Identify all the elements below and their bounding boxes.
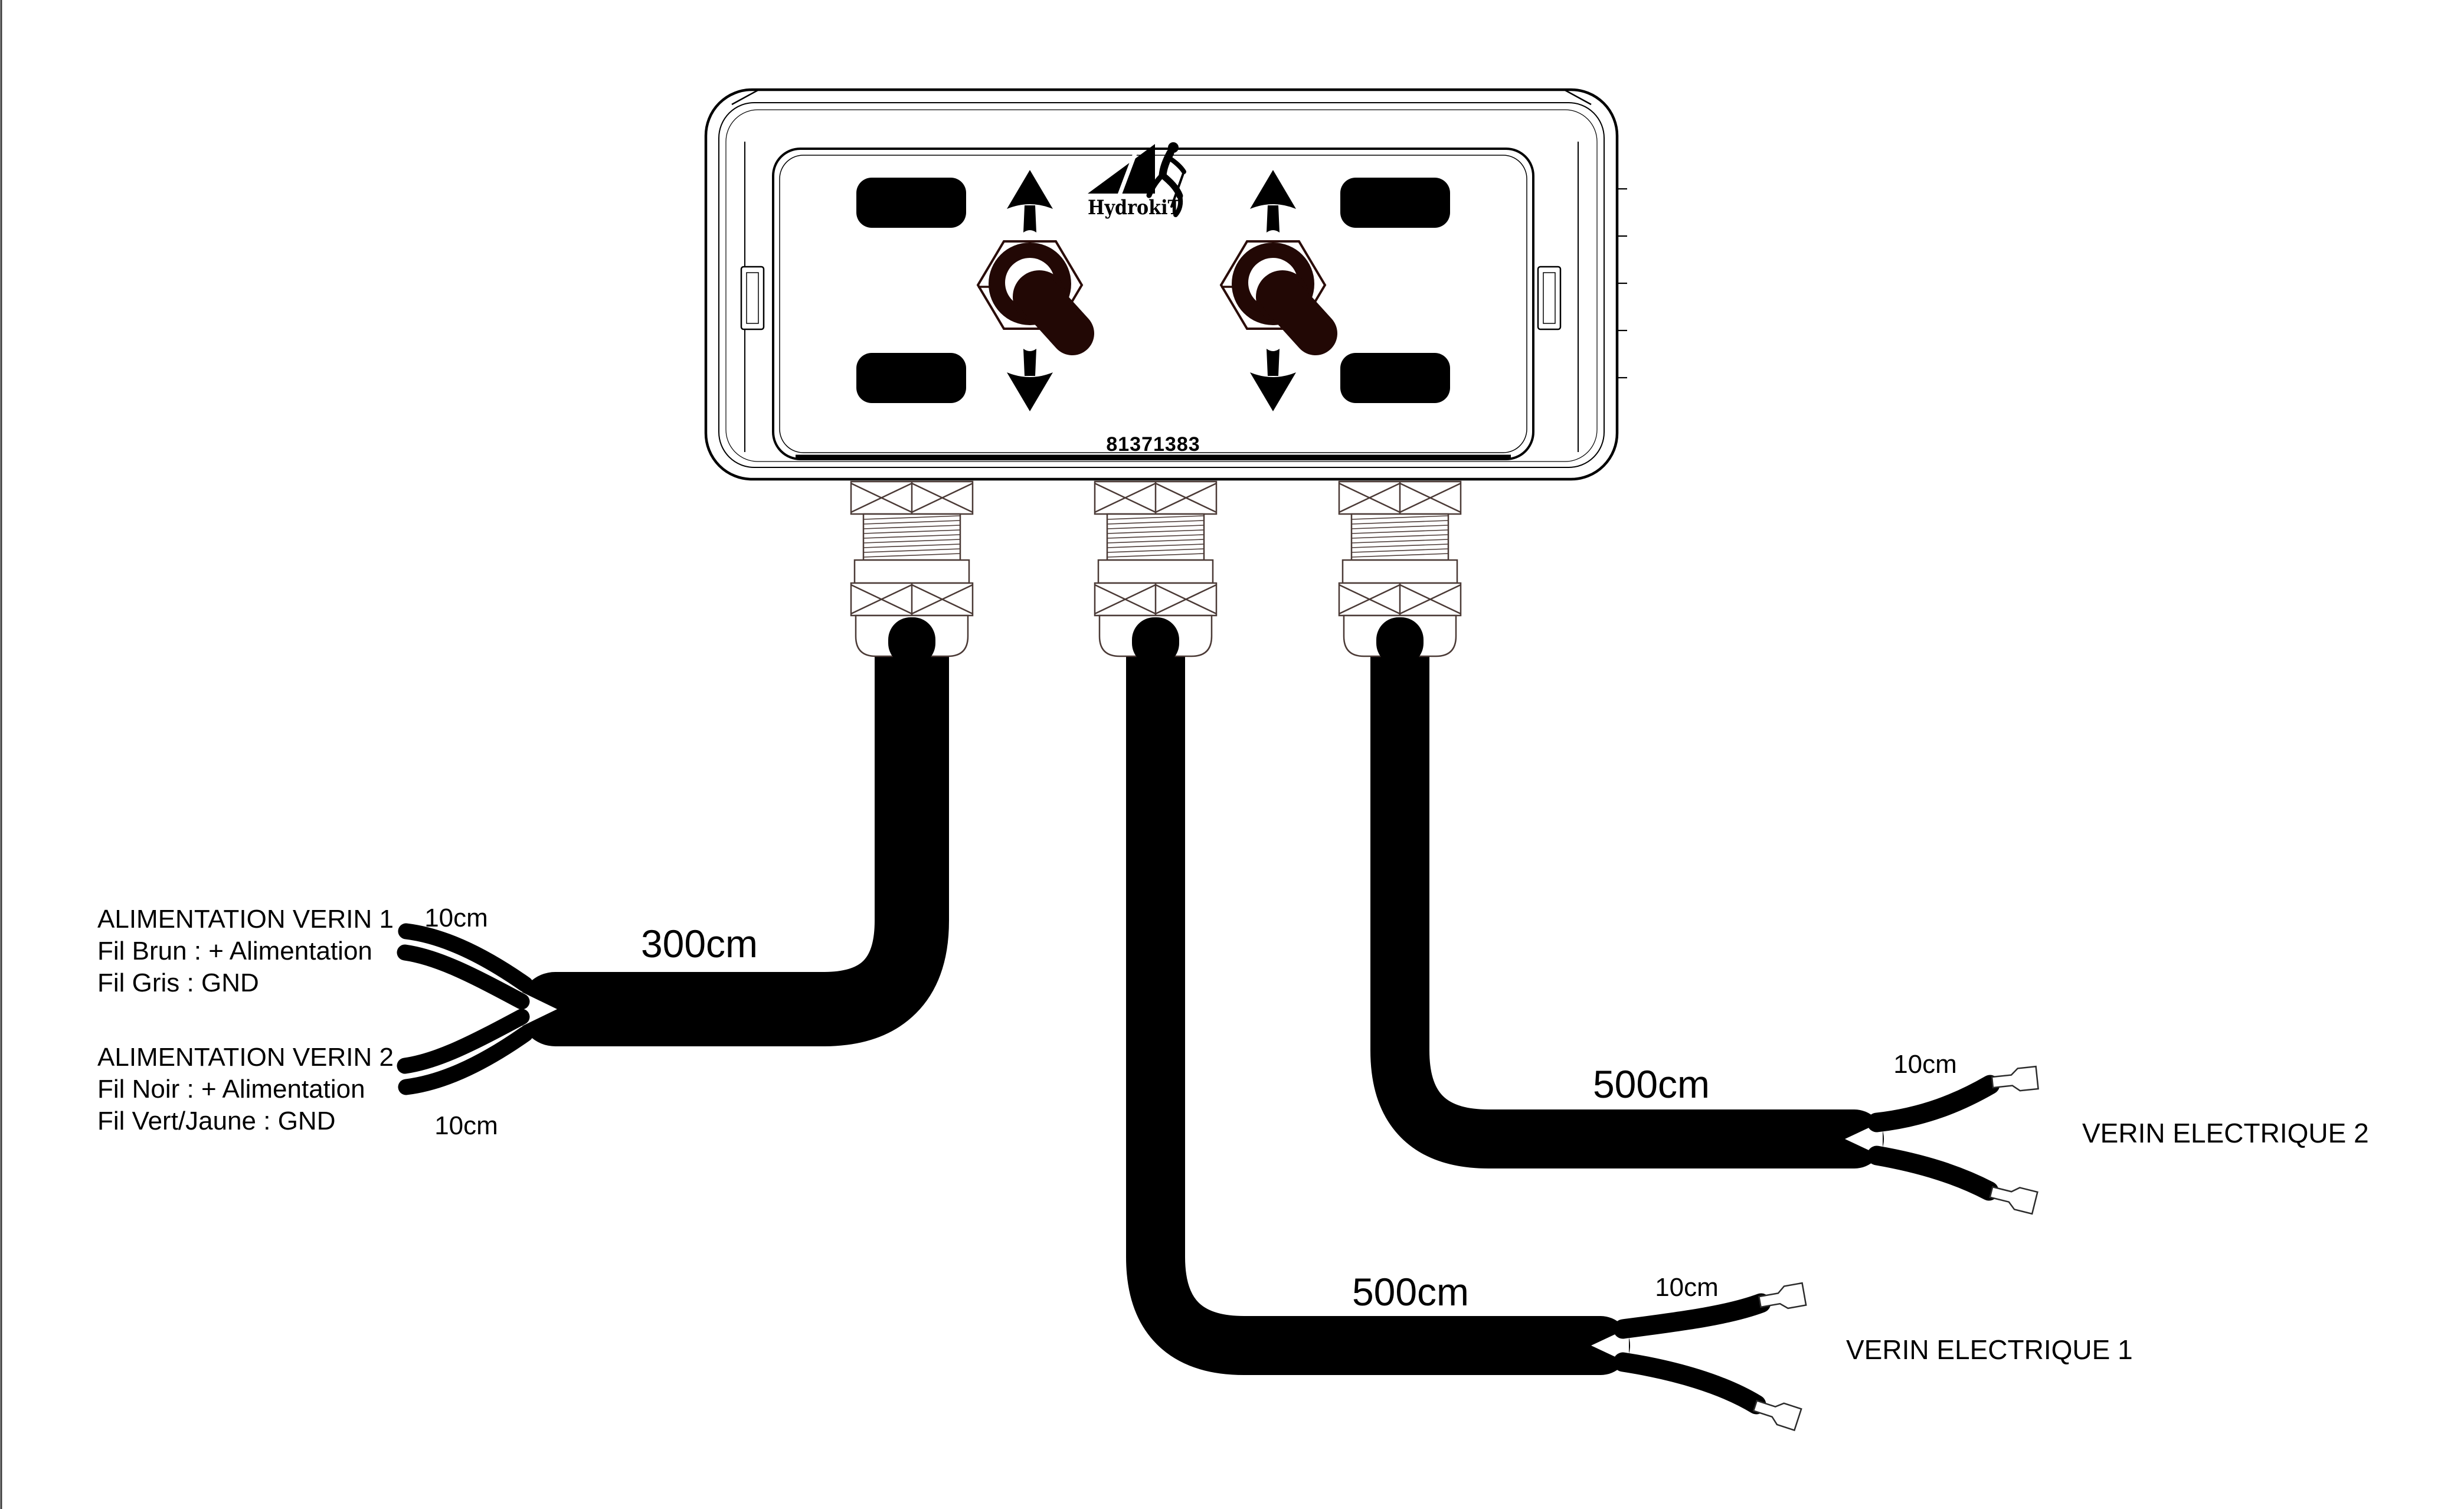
brand-text: HydrokiT [1088,196,1181,220]
cable-gland-2 [1094,480,1218,667]
verin2-legend-line1: Fil Noir : + Alimentation [97,1075,365,1104]
actuator2-length-label: 500cm [1593,1062,1710,1106]
verin1-legend-line2: Fil Gris : GND [97,968,259,997]
supply-cable-path [518,603,949,1046]
actuator2-wire-upper [1867,1075,2000,1132]
corner-chamfer [731,89,758,106]
actuator2-pigtail-label: 10cm [1893,1050,1957,1079]
hydrokit-logo: HydrokiT [1088,142,1186,220]
box-shell-line [718,102,1605,468]
actuator1-length-label: 500cm [1352,1270,1469,1314]
actuator1-pigtail-label: 10cm [1655,1273,1719,1302]
actuator1-wire-upper [1613,1293,1771,1339]
part-number: 81371383 [1106,433,1200,456]
actuator1-name-label: VERIN ELECTRIQUE 1 [1846,1334,2133,1365]
wire-grey [397,944,530,1010]
verin1-legend-line1: Fil Brun : + Alimentation [97,937,372,965]
label-plate-top-left [856,178,966,228]
actuator-cable-2: 500cm 10cm VERIN ELECTRIQUE 2 [1370,611,2369,1215]
label-plate-top-right [1340,178,1450,228]
side-wall-ticks [1618,188,1627,379]
side-latch-right [1537,266,1562,330]
verin2-legend-line2: Fil Vert/Jaune : GND [97,1107,335,1135]
logo-triangle [1088,144,1155,194]
actuator1-wire-lower [1613,1352,1766,1415]
pigtail-length-label-bottom: 10cm [434,1111,498,1140]
corner-chamfer [1565,89,1592,106]
logo-runner-figure [1146,142,1186,217]
label-plate-bottom-left [856,353,966,403]
logo-slash [1117,151,1138,196]
supply-cable-length-label: 300cm [641,922,758,965]
verin1-legend-title: ALIMENTATION VERIN 1 [97,905,394,934]
side-latch-left [740,266,765,330]
box-shell-line [725,109,1598,462]
label-plate-bottom-right [1340,353,1450,403]
verin2-legend-title: ALIMENTATION VERIN 2 [97,1043,394,1072]
actuator-cable-1-path [1126,611,1630,1375]
wire-black [397,1009,530,1074]
control-box: HydrokiT 81371383 [704,88,1627,481]
supply-cable: 10cm 10cm 300cm ALIMENTATION VERIN 1 Fil… [97,603,949,1140]
actuator2-name-label: VERIN ELECTRIQUE 2 [2082,1118,2369,1148]
actuator-cable-1: 500cm 10cm VERIN ELECTRIQUE 1 [1126,611,2133,1431]
verin2-supply-legend: ALIMENTATION VERIN 2 Fil Noir : + Alimen… [97,1043,394,1135]
verin1-supply-legend: ALIMENTATION VERIN 1 Fil Brun : + Alimen… [97,905,394,997]
actuator2-wire-lower [1867,1145,1999,1201]
cable-gland-1 [850,480,974,667]
cable-gland-3 [1338,480,1462,667]
wire-brown [398,923,534,993]
wire-green-yellow [398,1026,534,1095]
pigtail-length-label-top: 10cm [424,904,488,932]
actuator-cable-2-path [1370,611,1884,1168]
